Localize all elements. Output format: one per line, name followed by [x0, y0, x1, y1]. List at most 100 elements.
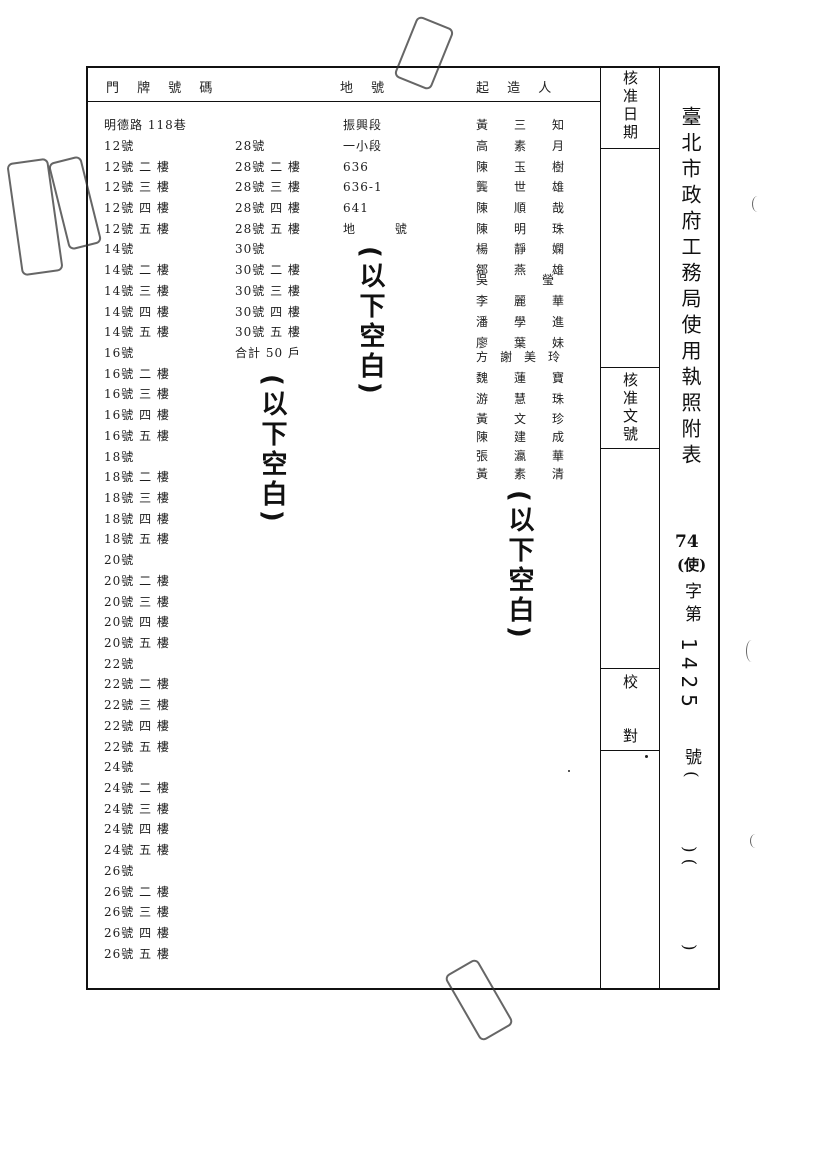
door-number: 24號 三 樓 — [104, 802, 170, 816]
divider-proof-bottom — [600, 750, 660, 751]
scan-speck — [645, 755, 648, 758]
land-lot: 636 — [343, 160, 369, 174]
scan-speck — [568, 770, 570, 772]
door-number: 22號 — [104, 657, 135, 671]
door-number: 26號 五 樓 — [104, 947, 170, 961]
divider-doc-bottom — [600, 448, 660, 449]
builder-name: 黃文珍 — [476, 412, 591, 426]
paren-middle: )( — [679, 846, 699, 872]
builder-name: 陳明珠 — [476, 222, 591, 236]
door-number: 28號 — [235, 139, 266, 153]
door-number: 20號 二 樓 — [104, 574, 170, 588]
header-divider — [86, 101, 600, 102]
proof-label-top: 校 — [621, 674, 639, 692]
divider-date-bottom — [600, 148, 660, 149]
door-number: 28號 三 樓 — [235, 180, 301, 194]
door-number: 16號 — [104, 346, 135, 360]
door-number: 26號 四 樓 — [104, 926, 170, 940]
door-number: 28號 四 樓 — [235, 201, 301, 215]
door-number: 18號 二 樓 — [104, 470, 170, 484]
blank-below-note-door: (以下空白) — [257, 374, 287, 526]
builder-name: 陳順哉 — [476, 201, 591, 215]
door-number: 30號 三 樓 — [235, 284, 301, 298]
door-number: 22號 三 樓 — [104, 698, 170, 712]
land-lot-suffix: 地 號 — [343, 222, 425, 236]
land-section: 振興段 — [343, 118, 383, 132]
builder-name: 廖葉妹 — [476, 336, 591, 350]
permit-number-suffix: 號( — [681, 748, 701, 784]
divider-side-right — [659, 66, 660, 990]
door-number: 20號 三 樓 — [104, 595, 170, 609]
door-number: 14號 四 樓 — [104, 305, 170, 319]
builder-name: 李麗華 — [476, 294, 591, 308]
builder-name: 龔世雄 — [476, 180, 591, 194]
door-number: 12號 五 樓 — [104, 222, 170, 236]
builder-name: 吳瑩 — [476, 273, 609, 287]
builder-name: 楊靜嫻 — [476, 242, 591, 256]
permit-category: (使) — [677, 556, 707, 574]
builder-name: 張瀛華 — [476, 449, 591, 463]
door-number: 24號 四 樓 — [104, 822, 170, 836]
unit-total: 合計 50 戶 — [235, 346, 301, 360]
door-number: 30號 二 樓 — [235, 263, 301, 277]
builder-name: 黃素清 — [476, 467, 591, 481]
door-number: 16號 二 樓 — [104, 367, 170, 381]
proof-label-bottom: 對 — [621, 728, 639, 746]
door-number: 16號 三 樓 — [104, 387, 170, 401]
permit-char-label: 字第 — [681, 582, 701, 628]
door-number: 16號 四 樓 — [104, 408, 170, 422]
scan-edge-mark — [746, 640, 757, 662]
land-lot: 636-1 — [343, 180, 383, 194]
builder-name: 陳玉樹 — [476, 160, 591, 174]
door-number: 28號 二 樓 — [235, 160, 301, 174]
door-number: 14號 二 樓 — [104, 263, 170, 277]
builder-name: 黃三知 — [476, 118, 591, 132]
door-number: 28號 五 樓 — [235, 222, 301, 236]
permit-year: 74 — [675, 532, 699, 552]
builder-name: 高素月 — [476, 139, 591, 153]
door-number: 20號 五 樓 — [104, 636, 170, 650]
builder-name: 游慧珠 — [476, 392, 591, 406]
approval-date-label: 核准日期 — [621, 70, 639, 142]
door-number: 12號 — [104, 139, 135, 153]
scan-edge-mark — [750, 834, 761, 848]
door-number: 26號 — [104, 864, 135, 878]
door-number: 14號 — [104, 242, 135, 256]
door-number: 26號 三 樓 — [104, 905, 170, 919]
divider-side-left — [600, 66, 601, 990]
builder-name: 方謝美玲 — [476, 350, 573, 364]
door-number: 16號 五 樓 — [104, 429, 170, 443]
door-number: 24號 五 樓 — [104, 843, 170, 857]
door-number: 20號 — [104, 553, 135, 567]
door-number: 30號 — [235, 242, 266, 256]
door-number: 24號 — [104, 760, 135, 774]
divider-proof-top — [600, 668, 660, 669]
door-number: 20號 四 樓 — [104, 615, 170, 629]
door-number: 22號 五 樓 — [104, 740, 170, 754]
approval-doc-label: 核准文號 — [621, 372, 639, 444]
blank-below-note-builder: (以下空白) — [504, 490, 534, 642]
door-number: 18號 三 樓 — [104, 491, 170, 505]
door-number: 26號 二 樓 — [104, 885, 170, 899]
builder-name: 魏蓮寶 — [476, 371, 591, 385]
door-number: 18號 — [104, 450, 135, 464]
door-number: 12號 三 樓 — [104, 180, 170, 194]
scan-edge-mark — [752, 196, 763, 212]
permit-serial: 1425 — [677, 638, 701, 713]
builder-name: 潘學進 — [476, 315, 591, 329]
paren-end: ) — [679, 944, 699, 957]
land-lot: 641 — [343, 201, 369, 215]
door-number: 14號 五 樓 — [104, 325, 170, 339]
door-number: 30號 五 樓 — [235, 325, 301, 339]
builder-name: 陳建成 — [476, 430, 591, 444]
door-number: 12號 四 樓 — [104, 201, 170, 215]
header-land-number: 地 號 — [340, 81, 392, 96]
door-number: 14號 三 樓 — [104, 284, 170, 298]
table-frame — [86, 66, 720, 990]
builder-name: 鄒燕雄 — [476, 263, 591, 277]
door-number: 18號 五 樓 — [104, 532, 170, 546]
door-number: 24號 二 樓 — [104, 781, 170, 795]
door-number: 22號 四 樓 — [104, 719, 170, 733]
door-number: 30號 四 樓 — [235, 305, 301, 319]
